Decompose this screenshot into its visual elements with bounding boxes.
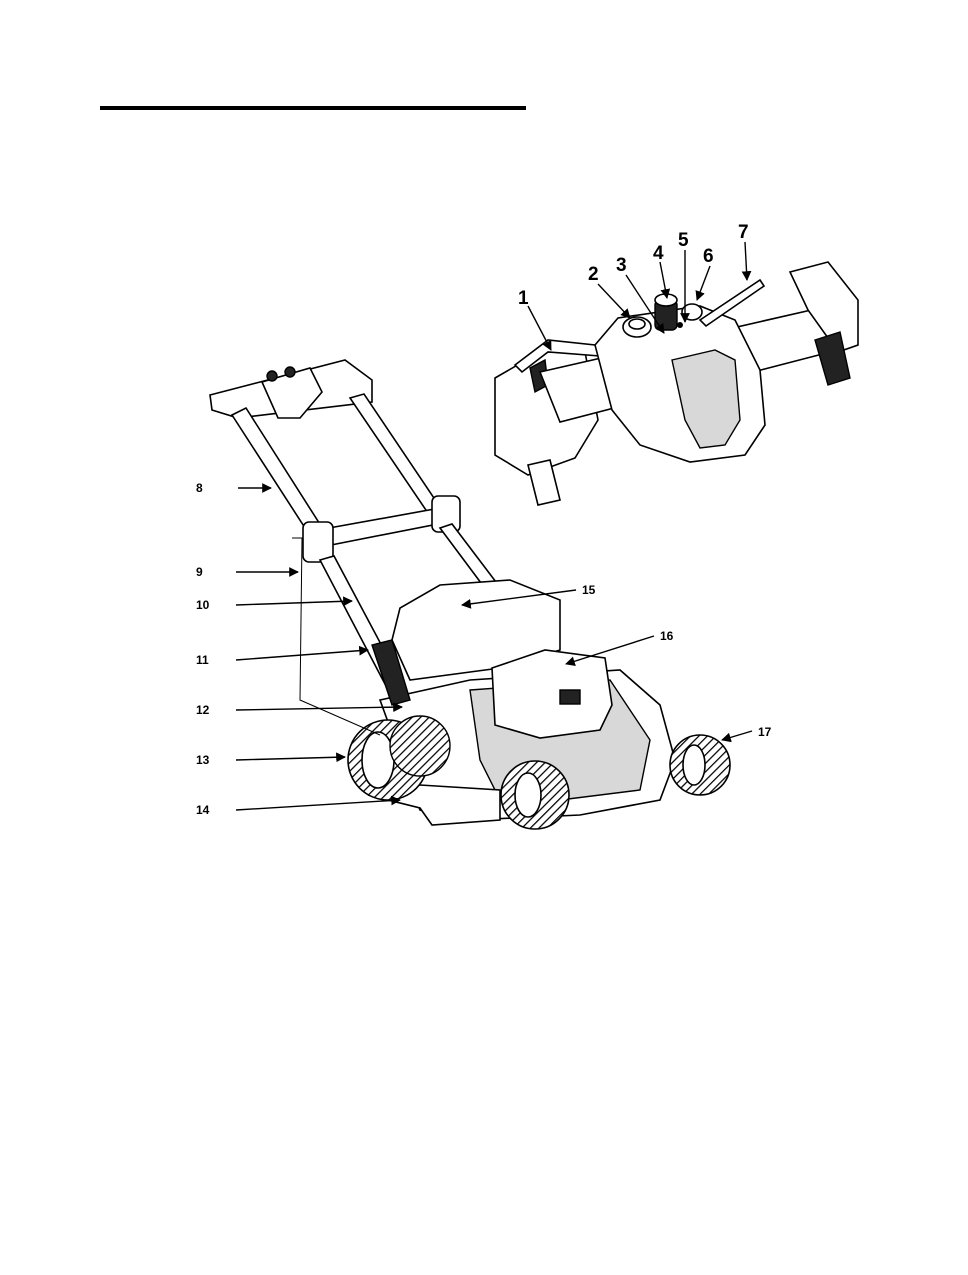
label-7: 7 <box>738 222 749 243</box>
label-9: 9 <box>196 565 203 579</box>
label-8: 8 <box>196 481 203 495</box>
handle-button-a <box>267 371 277 381</box>
label-13: 13 <box>196 753 210 767</box>
detail-callout-labels: 1 2 3 4 5 6 7 <box>518 222 749 309</box>
label-16: 16 <box>660 629 674 643</box>
label-1: 1 <box>518 288 529 309</box>
front-right-hub <box>683 745 705 785</box>
handle-cross-bar <box>318 508 448 546</box>
front-left-hub <box>515 773 541 817</box>
label-10: 10 <box>196 598 210 612</box>
label-17: 17 <box>758 725 772 739</box>
label-3: 3 <box>616 255 627 276</box>
label-12: 12 <box>196 703 210 717</box>
rear-wheel-inner <box>390 716 450 776</box>
handle-button-b <box>285 367 295 377</box>
label-5: 5 <box>678 230 689 251</box>
detail-left-clamp <box>528 460 560 505</box>
detail-indicator-5 <box>677 322 683 328</box>
label-15: 15 <box>582 583 596 597</box>
rear-wheel-hub <box>362 732 394 788</box>
battery-cover <box>492 650 612 738</box>
label-2: 2 <box>588 264 599 285</box>
right-handle-tube <box>350 394 442 516</box>
handle-controls-detail <box>495 262 858 505</box>
label-14: 14 <box>196 803 210 817</box>
label-4: 4 <box>653 243 664 264</box>
label-6: 6 <box>703 246 714 267</box>
label-11: 11 <box>196 653 209 667</box>
battery-latch <box>560 690 580 704</box>
left-handle-knob <box>303 522 333 562</box>
detail-button-2-cap <box>629 319 645 329</box>
